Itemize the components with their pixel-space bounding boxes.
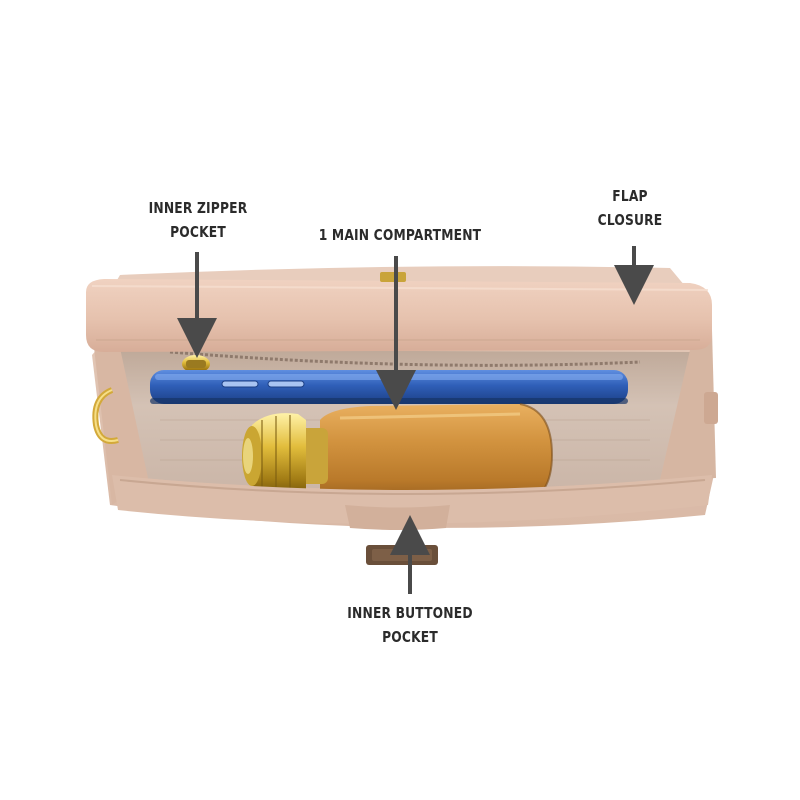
zipper-pull [182,355,210,373]
label-main-compartment: 1 MAIN COMPARTMENT [306,223,495,247]
label-buttoned-line1: INNER BUTTONED [347,604,473,622]
label-flap-line2: CLOSURE [597,211,663,229]
buttoned-pocket [112,475,712,524]
label-flap-closure: FLAP CLOSURE [581,184,679,232]
label-zipper-line1: INNER ZIPPER [148,199,248,217]
label-zipper-line2: POCKET [170,223,226,241]
flap [86,279,712,352]
zipper-track [169,350,641,367]
label-inner-buttoned-pocket: INNER BUTTONED POCKET [336,601,484,649]
label-inner-zipper-pocket: INNER ZIPPER POCKET [132,196,263,244]
bag-right-side [660,330,716,480]
bag-left-side [92,330,148,505]
label-buttoned-line2: POCKET [382,628,438,646]
strap-ring-left [92,387,119,444]
pocket-tab [345,505,450,530]
label-main-line1: 1 MAIN COMPARTMENT [318,226,482,244]
strap-tab-right [704,392,718,424]
flap-clasp [380,272,406,282]
phone [150,370,628,404]
label-flap-line1: FLAP [612,187,648,205]
perfume-bottle [242,403,554,506]
